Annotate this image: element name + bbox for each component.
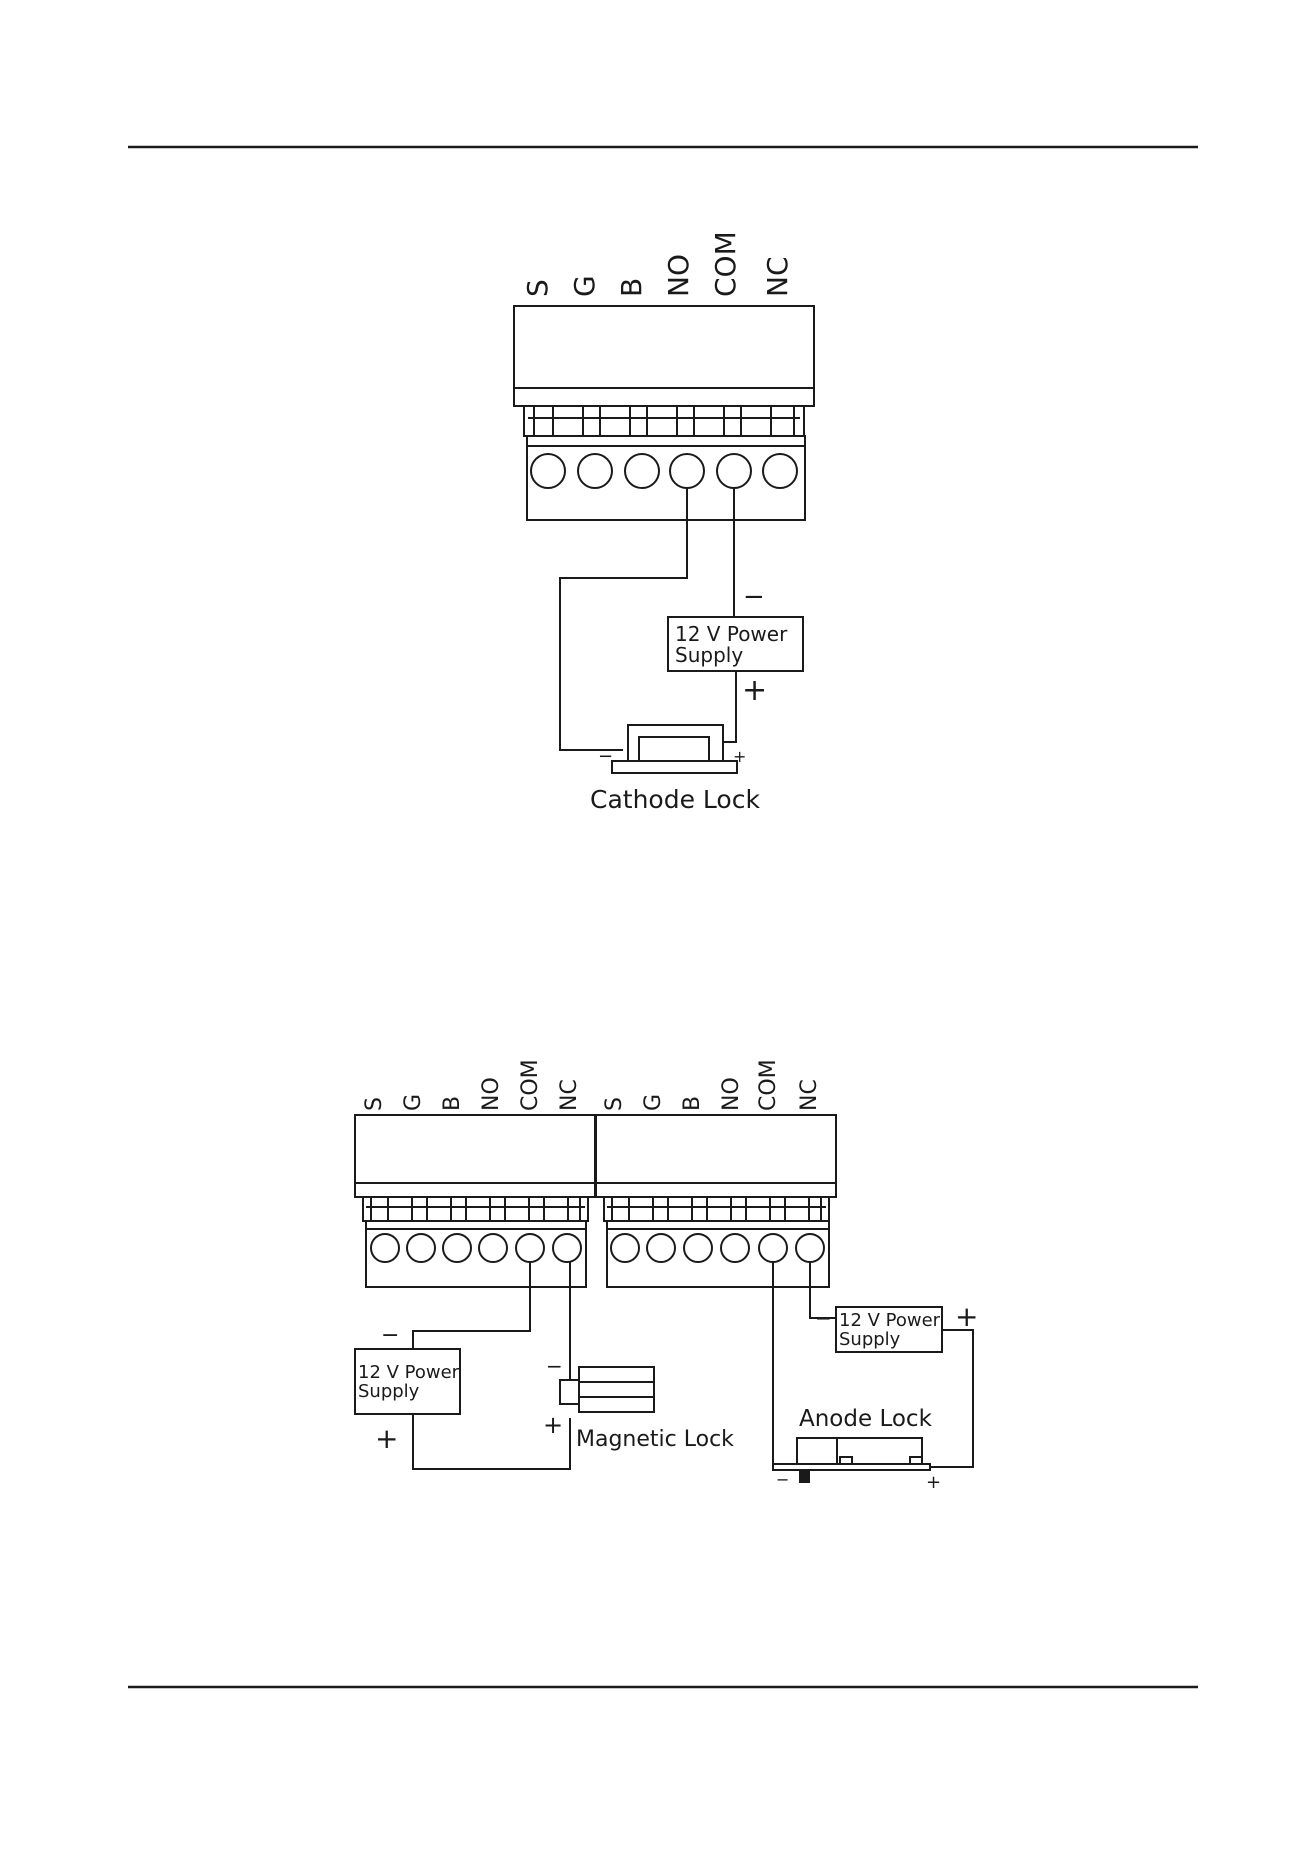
top-power-supply: 12 V Power Supply <box>668 617 803 671</box>
terminal-label-s: S <box>521 279 554 297</box>
minus-sign: − <box>815 1306 832 1330</box>
terminal-screw-b <box>443 1234 471 1262</box>
terminal-screw-b <box>684 1234 712 1262</box>
plus-sign: + <box>742 673 767 708</box>
minus-sign: − <box>598 746 613 767</box>
magnetic-lock-label: Magnetic Lock <box>576 1427 734 1452</box>
right-wires <box>773 1262 973 1467</box>
terminal-screw-no <box>479 1234 507 1262</box>
screw-clamp <box>600 406 630 436</box>
terminal-screw-no <box>721 1234 749 1262</box>
right-terminal-labels: S G B NO COM NC <box>602 1059 822 1111</box>
left-power-supply: 12 V Power Supply <box>355 1349 460 1414</box>
terminal-screw-com <box>516 1234 544 1262</box>
screw-clamp <box>741 406 771 436</box>
power-supply-label-line1: 12 V Power <box>839 1310 941 1331</box>
plus-sign: + <box>926 1472 941 1493</box>
anode-lock-plug <box>799 1470 810 1483</box>
terminal-label-g: G <box>641 1094 666 1111</box>
power-supply-label-line2: Supply <box>358 1381 420 1402</box>
plus-sign: + <box>543 1411 563 1439</box>
left-terminal-labels: S G B NO COM NC <box>362 1059 582 1111</box>
minus-sign: − <box>381 1323 399 1348</box>
terminal-label-no: NO <box>719 1077 744 1111</box>
terminal-screw-g <box>407 1234 435 1262</box>
terminal-label-com: COM <box>709 231 742 297</box>
terminal-label-s: S <box>602 1097 627 1111</box>
terminal-label-no: NO <box>479 1077 504 1111</box>
terminal-screw-s <box>611 1234 639 1262</box>
screw-clamp <box>647 406 677 436</box>
screw-clamp <box>694 406 724 436</box>
minus-sign: − <box>776 1470 789 1489</box>
screw-clamp <box>553 406 583 436</box>
terminal-label-s: S <box>362 1097 387 1111</box>
terminal-label-g: G <box>401 1094 426 1111</box>
terminal-label-com: COM <box>756 1059 781 1111</box>
power-supply-label-line1: 12 V Power <box>358 1362 460 1383</box>
terminal-label-nc: NC <box>761 257 794 298</box>
magnetic-lock: − + Magnetic Lock <box>543 1354 734 1452</box>
anode-lock-label: Anode Lock <box>799 1406 933 1432</box>
terminal-screw-s <box>531 454 565 488</box>
terminal-label-b: B <box>440 1096 465 1111</box>
magnetic-anode-lock-diagram: S G B NO COM NC S G B NO COM NC <box>355 1059 978 1493</box>
right-power-supply: 12 V Power Supply <box>836 1307 942 1352</box>
minus-sign: − <box>743 582 765 612</box>
terminal-screw-nc <box>553 1234 581 1262</box>
cathode-lock: − + Cathode Lock <box>590 725 760 814</box>
terminal-label-nc: NC <box>797 1079 822 1111</box>
terminal-screw-g <box>578 454 612 488</box>
terminal-label-no: NO <box>662 254 695 297</box>
top-terminal-block <box>514 306 814 520</box>
cathode-lock-diagram: S G B NO COM NC <box>514 231 814 814</box>
plus-sign: + <box>955 1300 978 1333</box>
power-supply-label-line2: Supply <box>839 1329 901 1350</box>
terminal-screw-b <box>625 454 659 488</box>
plus-sign: + <box>375 1422 398 1455</box>
minus-sign: − <box>546 1354 563 1378</box>
terminal-label-b: B <box>680 1096 705 1111</box>
anode-lock: Anode Lock − + <box>773 1406 941 1493</box>
terminal-screw-g <box>647 1234 675 1262</box>
power-supply-label-line2: Supply <box>675 643 743 667</box>
terminal-screw-s <box>371 1234 399 1262</box>
terminal-screw-nc <box>796 1234 824 1262</box>
right-terminal-block <box>596 1115 836 1287</box>
terminal-label-b: B <box>615 278 648 297</box>
terminal-label-g: G <box>568 275 601 297</box>
terminal-screw-com <box>759 1234 787 1262</box>
top-terminal-labels: S G B NO COM NC <box>521 231 794 297</box>
terminal-screw-com <box>717 454 751 488</box>
terminal-label-com: COM <box>518 1059 543 1111</box>
terminal-label-nc: NC <box>557 1079 582 1111</box>
left-terminal-block <box>355 1115 595 1287</box>
terminal-screw-no <box>670 454 704 488</box>
cathode-lock-label: Cathode Lock <box>590 785 760 814</box>
plus-sign: + <box>733 747 746 766</box>
terminal-screw-nc <box>763 454 797 488</box>
